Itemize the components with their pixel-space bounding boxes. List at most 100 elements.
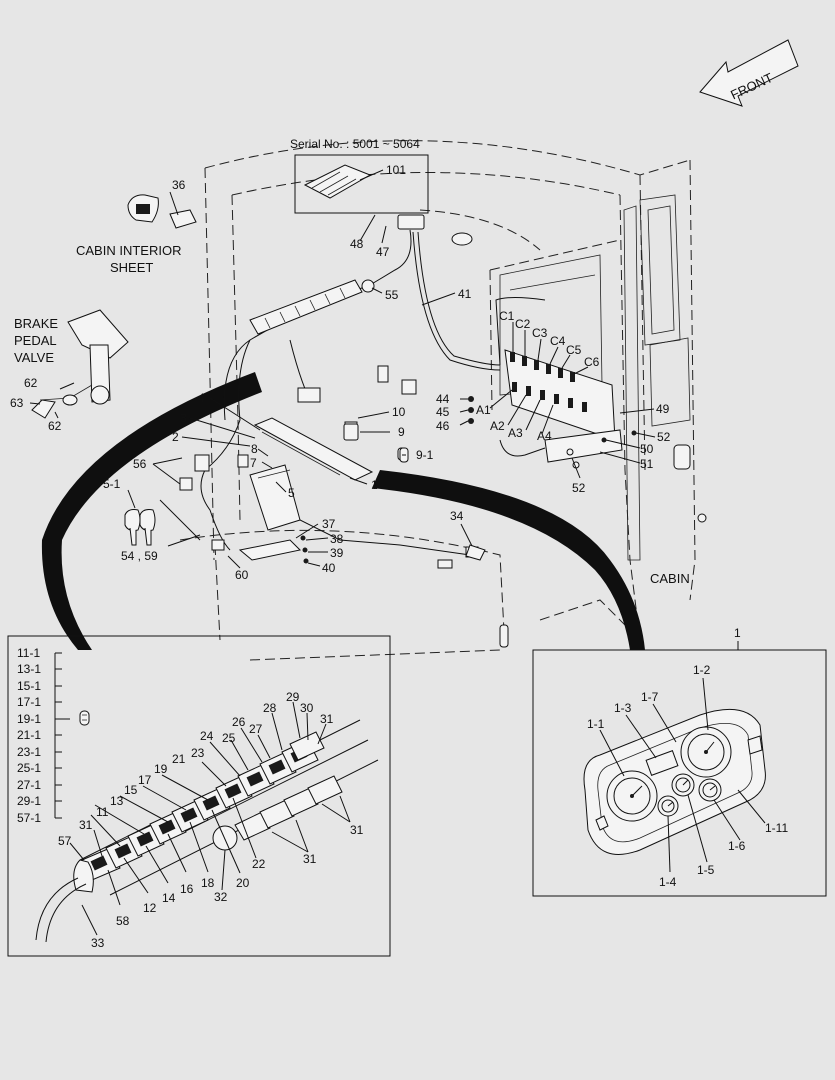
switch-callout-31d: 31 xyxy=(350,823,364,837)
switch-callout-15: 15 xyxy=(124,783,138,797)
switch-legend xyxy=(54,652,90,819)
leader-lines xyxy=(29,169,656,569)
brake-label-1: BRAKE xyxy=(14,316,58,331)
callout-50: 50 xyxy=(640,442,654,456)
callout-60: 60 xyxy=(235,568,249,582)
legend-item-1: 13-1 xyxy=(17,662,41,676)
switch-callout-19: 19 xyxy=(154,762,168,776)
switch-callout-20: 20 xyxy=(236,876,250,890)
serial-box xyxy=(294,154,429,214)
switch-callout-25: 25 xyxy=(222,731,236,745)
callout-41: 41 xyxy=(458,287,472,301)
cluster-callout-1-11: 1-11 xyxy=(765,821,788,835)
callout-49: 49 xyxy=(656,402,670,416)
cluster-callout-1-1: 1-1 xyxy=(587,717,605,731)
legend-item-0: 11-1 xyxy=(17,646,40,660)
callout-55: 55 xyxy=(385,288,399,302)
brake-label-3: VALVE xyxy=(14,350,54,365)
cabin-frame xyxy=(179,140,707,661)
switch-callout-18: 18 xyxy=(201,876,215,890)
legend-item-2: 15-1 xyxy=(17,679,41,693)
callout-52a: 52 xyxy=(657,430,671,444)
callout-5-1: 5-1 xyxy=(103,477,121,491)
callout-1: 1 xyxy=(371,478,378,492)
legend-item-3: 17-1 xyxy=(17,695,41,709)
harness-arc-left xyxy=(41,372,263,650)
callout-4: 4 xyxy=(198,391,205,405)
callout-45: 45 xyxy=(436,405,450,419)
callout-40: 40 xyxy=(322,561,336,575)
callout-3: 3 xyxy=(180,411,187,425)
key-icon xyxy=(124,509,156,546)
callout-101: 101 xyxy=(386,163,406,177)
switch-callout-33: 33 xyxy=(91,936,105,950)
switch-callout-11: 11 xyxy=(96,805,109,819)
callout-44: 44 xyxy=(436,392,450,406)
switch-callout-57: 57 xyxy=(58,834,72,848)
fastener-group xyxy=(300,396,637,564)
front-arrow-icon xyxy=(699,39,799,107)
cabin-interior-label-1: CABIN INTERIOR xyxy=(76,243,181,258)
callout-10: 10 xyxy=(392,405,406,419)
cluster-callout-1-2: 1-2 xyxy=(693,663,711,677)
switch-callout-12: 12 xyxy=(143,901,157,915)
switch-row xyxy=(35,719,379,943)
switch-callout-13: 13 xyxy=(110,794,124,808)
brake-label-2: PEDAL xyxy=(14,333,57,348)
callout-48: 48 xyxy=(350,237,364,251)
switch-callout-21: 21 xyxy=(172,752,186,766)
callout-7: 7 xyxy=(250,456,257,470)
switch-callout-23: 23 xyxy=(191,746,205,760)
legend-item-7: 25-1 xyxy=(17,761,41,775)
callout-C2: C2 xyxy=(515,317,531,331)
legend-item-9: 29-1 xyxy=(17,794,41,808)
cluster-leader-lines xyxy=(599,677,766,873)
switch-callout-22: 22 xyxy=(252,857,266,871)
switch-callout-16: 16 xyxy=(180,882,194,896)
switch-part-icon xyxy=(343,423,486,561)
switch-leader-lines xyxy=(69,701,351,936)
callout-A4: A4 xyxy=(537,429,552,443)
callout-5: 5 xyxy=(288,486,295,500)
callout-C4: C4 xyxy=(550,334,566,348)
switch-callout-24: 24 xyxy=(200,729,214,743)
switch-callout-58: 58 xyxy=(116,914,130,928)
cabin-interior-label-2: SHEET xyxy=(110,260,153,275)
cluster-callout-1-4: 1-4 xyxy=(659,875,677,889)
switch-callout-28: 28 xyxy=(263,701,277,715)
callout-46: 46 xyxy=(436,419,450,433)
callout-38: 38 xyxy=(330,532,344,546)
callout-C3: C3 xyxy=(532,326,548,340)
callout-54-59: 54 , 59 xyxy=(121,549,158,563)
switch-callout-17: 17 xyxy=(138,773,152,787)
cluster-callout-1-5: 1-5 xyxy=(697,863,715,877)
callout-36: 36 xyxy=(172,178,186,192)
legend-item-6: 23-1 xyxy=(17,745,41,759)
serial-note: Serial No. : 5001 ~ 5064 xyxy=(290,137,420,151)
callout-C1: C1 xyxy=(499,309,515,323)
instrument-console xyxy=(179,417,374,561)
callout-39: 39 xyxy=(330,546,344,560)
switch-callout-31c: 31 xyxy=(303,852,317,866)
brake-valve-icon xyxy=(31,309,129,419)
cabin-label: CABIN xyxy=(650,571,690,586)
cluster-callout-1-7: 1-7 xyxy=(641,690,659,704)
callout-A2: A2 xyxy=(490,419,505,433)
callout-A1: A1 xyxy=(476,403,491,417)
switch-callout-29: 29 xyxy=(286,690,300,704)
switch-callout-32: 32 xyxy=(214,890,228,904)
callout-52b: 52 xyxy=(572,481,586,495)
cluster-callout-1-6: 1-6 xyxy=(728,839,746,853)
switch-panel-inset xyxy=(7,635,391,957)
switch-callout-31b: 31 xyxy=(79,818,93,832)
switch-callout-31a: 31 xyxy=(320,712,334,726)
harness-arc-right xyxy=(372,470,645,650)
callout-9-1: 9-1 xyxy=(416,448,434,462)
cabin-interior-part-icon xyxy=(127,194,197,229)
switch-callout-26: 26 xyxy=(232,715,246,729)
callout-9: 9 xyxy=(398,425,405,439)
callout-2: 2 xyxy=(172,430,179,444)
callout-56: 56 xyxy=(133,457,147,471)
serial-part-relay xyxy=(303,164,372,199)
